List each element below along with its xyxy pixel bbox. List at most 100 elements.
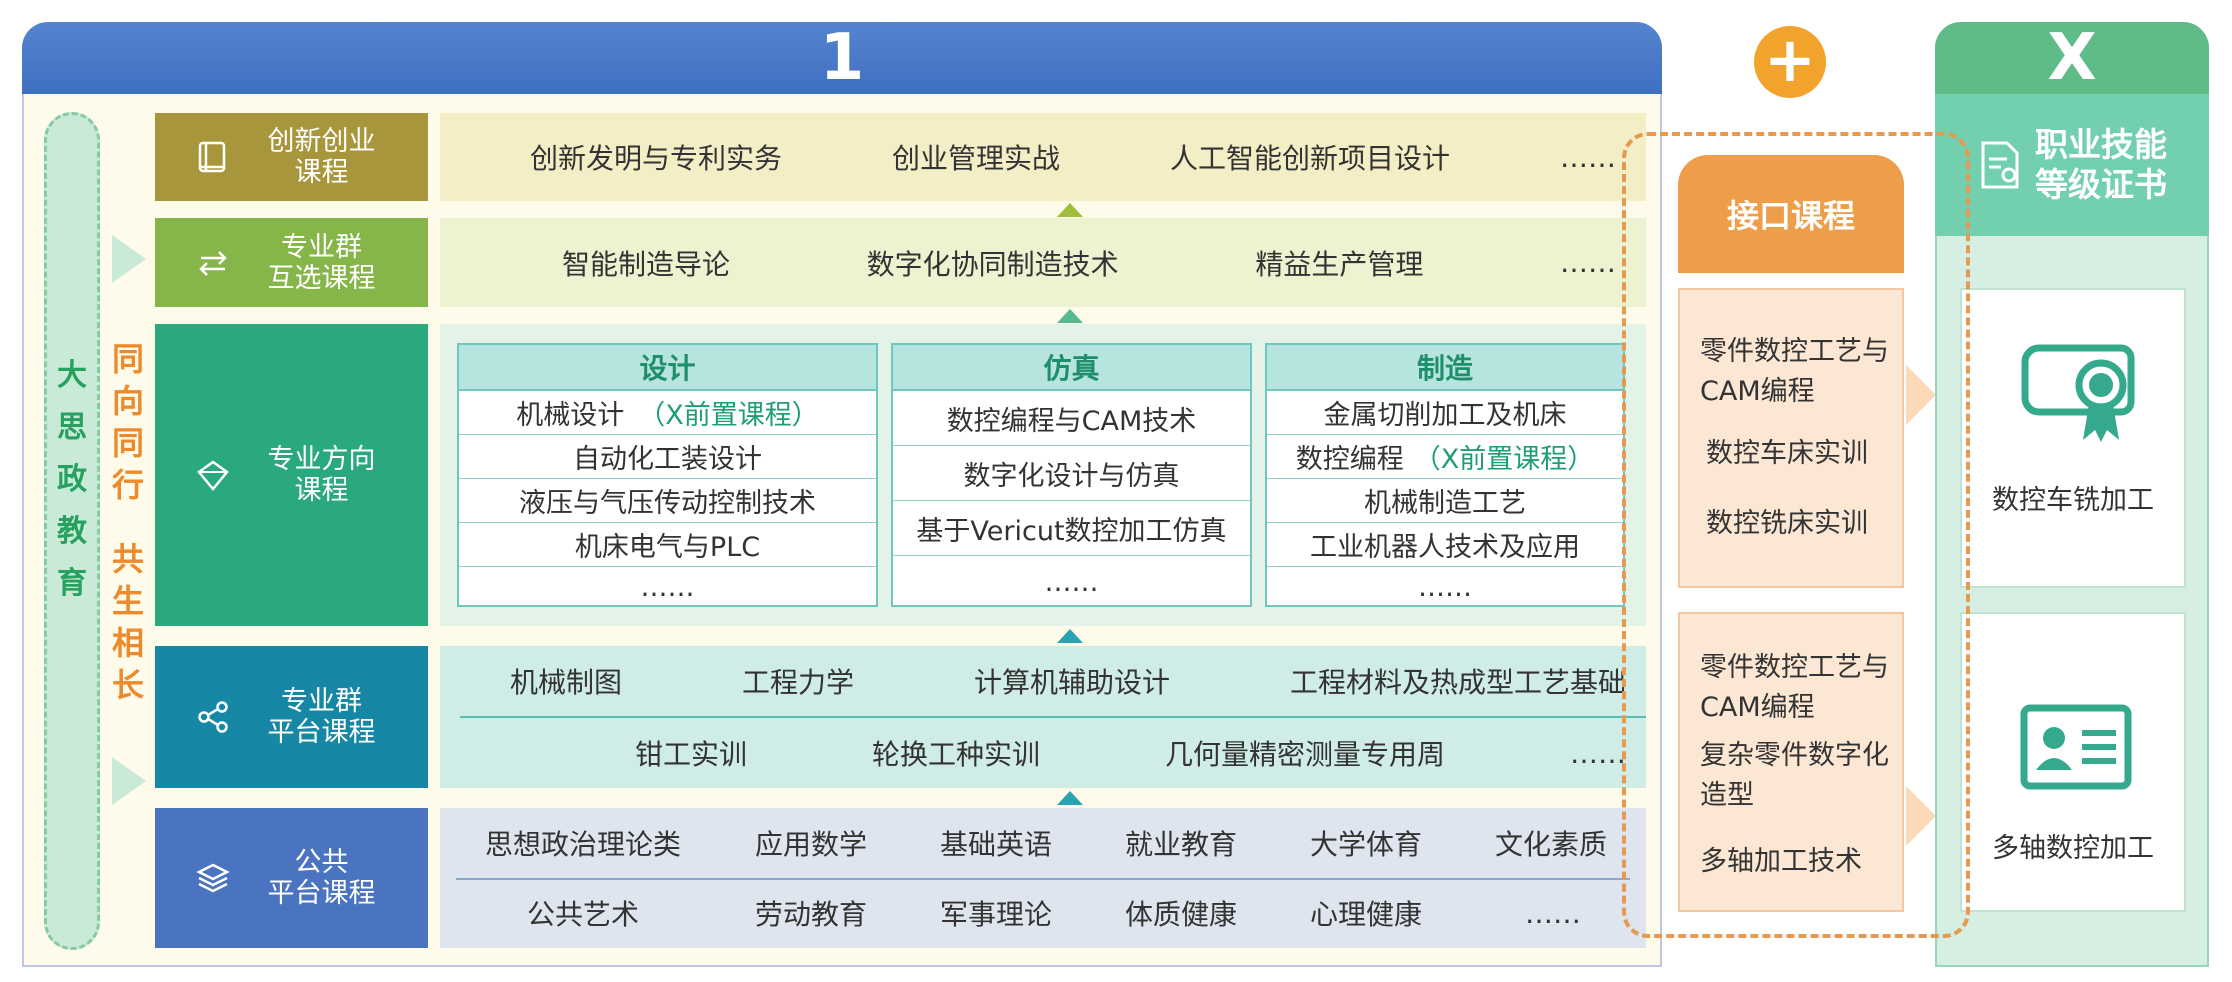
course-item: 轮换工种实训 bbox=[872, 738, 1041, 771]
row-text: 工业机器人技术及应用 bbox=[1310, 532, 1580, 563]
table-row: 数控编程与CAM技术 bbox=[893, 391, 1250, 446]
row-text: 液压与气压传动控制技术 bbox=[519, 488, 816, 519]
certificate-item: 数控车铣加工 bbox=[1992, 485, 2154, 516]
slogan-char: 长 bbox=[111, 666, 144, 704]
ideology-char: 育 bbox=[57, 566, 87, 601]
table-row: 数控编程（X前置课程） bbox=[1267, 435, 1623, 479]
row-text: 机械制造工艺 bbox=[1364, 488, 1526, 519]
category-label: 平台课程 bbox=[267, 717, 376, 748]
certificate-header: X bbox=[1935, 21, 2209, 95]
row-divider bbox=[456, 878, 1630, 880]
category-label: 平台课程 bbox=[267, 878, 376, 909]
course-item: 大学体育 bbox=[1310, 828, 1423, 861]
certificate-header-label: X bbox=[2047, 21, 2097, 95]
interface-title: 接口课程 bbox=[1726, 197, 1855, 235]
table-row: 液压与气压传动控制技术 bbox=[459, 479, 876, 523]
certificate-ribbon-icon bbox=[2021, 344, 2135, 442]
slogan-char: 行 bbox=[111, 466, 144, 504]
row-text: 金属切削加工及机床 bbox=[1323, 400, 1567, 431]
course-item: 数字化协同制造技术 bbox=[866, 247, 1119, 281]
interface-header: 接口课程 bbox=[1678, 155, 1904, 273]
interface-item: 多轴加工技术 bbox=[1700, 846, 1862, 877]
row-text: 机械设计 bbox=[516, 400, 625, 431]
certificate-title-band: 职业技能 等级证书 bbox=[1935, 94, 2209, 236]
course-item: 智能制造导论 bbox=[562, 247, 731, 281]
category-public: 公共 平台课程 bbox=[155, 808, 428, 948]
course-item: …… bbox=[1559, 246, 1616, 279]
table-row: 机械制造工艺 bbox=[1267, 479, 1623, 523]
category-label: 专业方向 bbox=[267, 444, 376, 475]
course-item: 钳工实训 bbox=[635, 738, 748, 771]
row-text: 自动化工装设计 bbox=[573, 444, 762, 475]
table-row: 基于Vericut数控加工仿真 bbox=[893, 501, 1250, 556]
slogan-char: 相 bbox=[111, 624, 144, 662]
row-text: …… bbox=[1044, 566, 1099, 598]
category-label: 课程 bbox=[294, 475, 349, 506]
interface-item: 零件数控工艺与 bbox=[1700, 336, 1889, 367]
certificate-box-1: 数控车铣加工 bbox=[1960, 288, 2186, 588]
ideology-pill bbox=[44, 112, 100, 950]
certificate-doc-icon bbox=[1981, 141, 2019, 189]
elective-band: 智能制造导论 数字化协同制造技术 精益生产管理 …… bbox=[440, 218, 1646, 307]
course-item: 创新发明与专利实务 bbox=[530, 142, 783, 175]
row-text: 基于Vericut数控加工仿真 bbox=[916, 515, 1227, 547]
chevron-right-icon bbox=[112, 235, 146, 283]
table-head: 制造 bbox=[1267, 345, 1623, 391]
ideology-char: 大 bbox=[57, 358, 87, 393]
slogan-char: 同 bbox=[111, 424, 144, 462]
slogan-char: 生 bbox=[111, 582, 144, 620]
platform-row: 钳工实训 轮换工种实训 几何量精密测量专用周 …… bbox=[440, 718, 1626, 788]
course-item: 工程材料及热成型工艺基础 bbox=[1289, 666, 1626, 699]
row-text: 数控编程与CAM技术 bbox=[946, 405, 1197, 437]
category-label: 专业群 bbox=[281, 231, 362, 263]
slogan-together: 同 向 同 行 bbox=[108, 338, 148, 506]
interface-item: 造型 bbox=[1700, 780, 1754, 811]
table-head: 仿真 bbox=[893, 345, 1250, 391]
plus-symbol: + bbox=[1764, 23, 1816, 96]
table-row: …… bbox=[893, 556, 1250, 608]
slogan-char: 同 bbox=[111, 340, 144, 378]
certificate-box-2: 多轴数控加工 bbox=[1960, 612, 2186, 912]
category-elective: 专业群 互选课程 bbox=[155, 218, 428, 307]
ideology-char: 政 bbox=[57, 462, 87, 497]
arrow-right-icon bbox=[1906, 786, 1936, 846]
direction-table-design: 设计 机械设计（X前置课程） 自动化工装设计 液压与气压传动控制技术 机床电气与… bbox=[457, 343, 878, 607]
table-row: …… bbox=[459, 567, 876, 608]
up-arrow-icon bbox=[1057, 791, 1083, 805]
main-header-label: 1 bbox=[819, 21, 865, 95]
course-item: 计算机辅助设计 bbox=[973, 666, 1170, 699]
category-direction: 专业方向 课程 bbox=[155, 324, 428, 626]
category-innovation: 创新创业 课程 bbox=[155, 113, 428, 201]
table-head: 设计 bbox=[459, 345, 876, 391]
swap-icon bbox=[199, 250, 227, 276]
course-item: 公共艺术 bbox=[527, 898, 640, 931]
chevron-right-icon bbox=[112, 757, 146, 805]
ideology-text: 大 思 政 教 育 bbox=[44, 350, 100, 610]
innovation-band: 创新发明与专利实务 创业管理实战 人工智能创新项目设计 …… bbox=[440, 113, 1646, 201]
course-item: 几何量精密测量专用周 bbox=[1165, 738, 1446, 771]
course-item: 精益生产管理 bbox=[1255, 247, 1424, 281]
category-platform: 专业群 平台课程 bbox=[155, 646, 428, 788]
table-row: 金属切削加工及机床 bbox=[1267, 391, 1623, 435]
layers-icon bbox=[196, 863, 230, 893]
slogan-char: 共 bbox=[111, 540, 144, 578]
row-text: 数字化设计与仿真 bbox=[963, 460, 1180, 492]
course-item: 人工智能创新项目设计 bbox=[1170, 142, 1451, 175]
course-item: 基础英语 bbox=[940, 828, 1053, 861]
direction-table-simulation: 仿真 数控编程与CAM技术 数字化设计与仿真 基于Vericut数控加工仿真 …… bbox=[891, 343, 1252, 607]
certificate-item: 多轴数控加工 bbox=[1992, 833, 2154, 864]
book-icon bbox=[198, 141, 226, 173]
row-text: 数控编程 bbox=[1295, 444, 1404, 475]
course-item: 工程力学 bbox=[741, 666, 854, 699]
interface-box-1: 零件数控工艺与 CAM编程 数控车床实训 数控铣床实训 bbox=[1678, 288, 1904, 588]
interface-item: 零件数控工艺与 bbox=[1700, 652, 1889, 683]
interface-box-2: 零件数控工艺与 CAM编程 复杂零件数字化 造型 多轴加工技术 bbox=[1678, 612, 1904, 912]
course-item: 机械制图 bbox=[510, 666, 623, 699]
interface-item: CAM编程 bbox=[1700, 376, 1815, 407]
course-item: 劳动教育 bbox=[755, 898, 868, 931]
public-band: 思想政治理论类 应用数学 基础英语 就业教育 大学体育 文化素质 公共艺术 劳动… bbox=[440, 808, 1646, 948]
course-item: 军事理论 bbox=[940, 898, 1053, 931]
ideology-char: 思 bbox=[57, 410, 87, 445]
interface-item: 复杂零件数字化 bbox=[1700, 740, 1889, 771]
main-header: 1 bbox=[22, 21, 1662, 95]
